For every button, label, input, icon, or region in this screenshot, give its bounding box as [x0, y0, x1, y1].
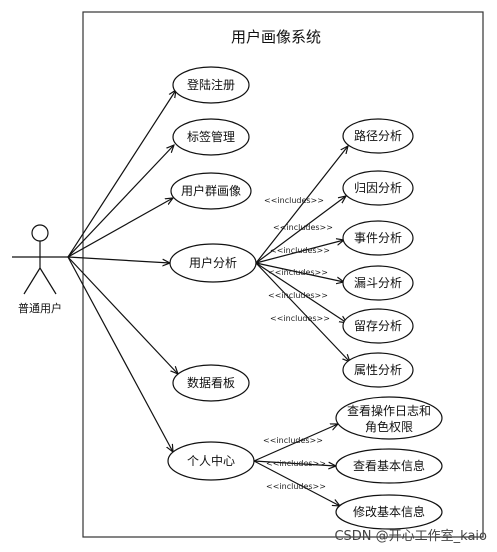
use-case-label: 修改基本信息: [353, 504, 425, 519]
use-case-label: 漏斗分析: [354, 276, 402, 290]
include-line: [255, 262, 347, 323]
watermark: CSDN @开心工作室_kaio: [334, 528, 487, 544]
include-label: <<includes>>: [266, 482, 326, 491]
use-case-label: 归因分析: [354, 181, 402, 195]
use-case-label: 数据看板: [187, 375, 235, 390]
include-line: [253, 424, 338, 462]
include-label: <<includes>>: [266, 459, 326, 468]
use-case-view-basic-info[interactable]: 查看基本信息: [335, 448, 443, 484]
use-case-label: 留存分析: [354, 319, 402, 333]
use-case-attribution-analysis[interactable]: 归因分析: [342, 170, 414, 206]
include-label: <<includes>>: [273, 223, 333, 232]
include-label: <<includes>>: [264, 196, 324, 205]
use-case-edit-basic-info[interactable]: 修改基本信息: [335, 494, 443, 530]
use-case-personal-center[interactable]: 个人中心: [167, 441, 255, 481]
use-case-event-analysis[interactable]: 事件分析: [342, 220, 414, 256]
include-labels: <<includes>> <<includes>> <<includes>> <<in…: [263, 196, 333, 491]
actor-associations: [67, 90, 178, 452]
include-line: [255, 262, 350, 362]
include-label: <<includes>>: [270, 246, 330, 255]
use-case-group-profile[interactable]: 用户群画像: [170, 172, 252, 210]
include-label: <<includes>>: [263, 436, 323, 445]
use-case-label-line1: 查看操作日志和: [347, 403, 431, 418]
use-case-label: 路径分析: [354, 128, 402, 143]
include-label: <<includes>>: [270, 314, 330, 323]
use-case-funnel-analysis[interactable]: 漏斗分析: [342, 265, 414, 301]
include-label: <<includes>>: [268, 291, 328, 300]
association-line: [67, 256, 178, 374]
include-line: [255, 146, 348, 264]
system-boundary: [82, 11, 484, 538]
include-line: [255, 240, 344, 264]
association-line: [67, 90, 176, 258]
actor-stick-figure: [12, 224, 68, 295]
include-connectors: [253, 146, 350, 506]
use-case-user-analysis[interactable]: 用户分析: [169, 243, 257, 283]
actor-label: 普通用户: [18, 301, 62, 315]
use-case-path-analysis[interactable]: 路径分析: [342, 118, 414, 154]
use-case-dashboard[interactable]: 数据看板: [172, 364, 250, 402]
include-line: [255, 262, 344, 282]
use-case-attribute-analysis[interactable]: 属性分析: [342, 352, 414, 388]
use-case-label: 用户群画像: [181, 183, 241, 198]
use-case-label: 属性分析: [354, 363, 402, 377]
use-case-label: 个人中心: [187, 453, 235, 468]
association-line: [67, 198, 173, 258]
association-line: [67, 145, 174, 258]
include-line: [253, 460, 340, 506]
include-line: [253, 460, 336, 466]
include-line: [255, 196, 346, 264]
use-case-login[interactable]: 登陆注册: [172, 66, 250, 104]
association-line: [67, 256, 170, 263]
use-case-label: 标签管理: [187, 129, 235, 144]
use-case-label: 用户分析: [189, 255, 237, 270]
use-case-tag-management[interactable]: 标签管理: [172, 118, 250, 156]
use-case-label: 事件分析: [354, 231, 402, 245]
use-case-label-line2: 角色权限: [365, 420, 413, 434]
use-case-view-logs-roles[interactable]: 查看操作日志和 角色权限: [335, 396, 443, 440]
association-line: [67, 256, 173, 452]
use-case-label: 查看基本信息: [353, 458, 425, 473]
use-case-retention-analysis[interactable]: 留存分析: [342, 308, 414, 344]
use-case-label: 登陆注册: [187, 77, 235, 92]
system-title: 用户画像系统: [231, 28, 321, 46]
include-label: <<includes>>: [268, 268, 328, 277]
